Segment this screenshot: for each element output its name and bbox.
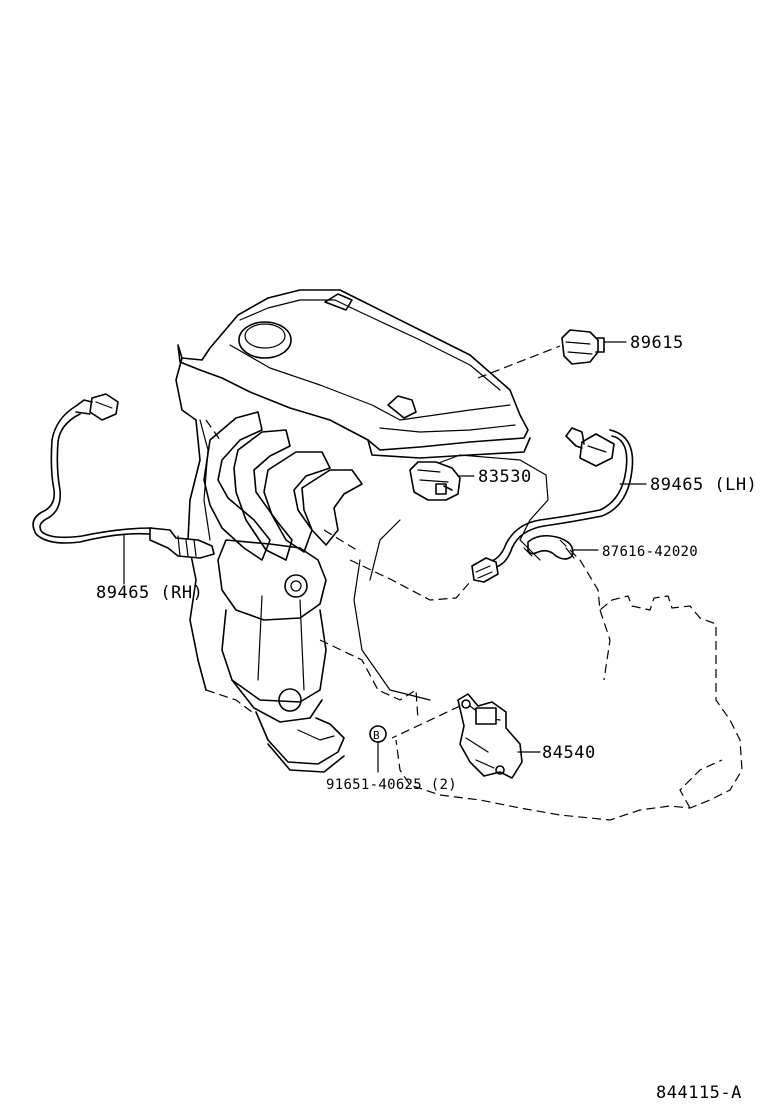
part-89615[interactable] [561,329,605,365]
leader-84540-dashed [391,705,461,739]
part-83530[interactable] [409,461,461,501]
callout-b-letter: B [373,729,380,742]
label-83530: 83530 [478,467,532,487]
figure-code: 844115-A [656,1083,742,1103]
label-84540: 84540 [542,743,596,763]
part-89465-rh[interactable] [32,393,215,559]
label-87616: 87616-42020 [602,544,698,560]
leader-89615 [477,345,561,379]
engine-block [175,289,743,821]
label-89465-rh: 89465 (RH) [96,583,203,603]
part-84540[interactable] [457,693,523,779]
callout-b-marker[interactable]: B [369,725,387,743]
label-89615: 89615 [630,333,684,353]
label-89465-lh: 89465 (LH) [650,475,757,495]
part-89465-lh[interactable] [471,427,634,583]
part-87616-clamp[interactable] [523,534,575,560]
label-91651: 91651-40625 (2) [326,777,457,793]
